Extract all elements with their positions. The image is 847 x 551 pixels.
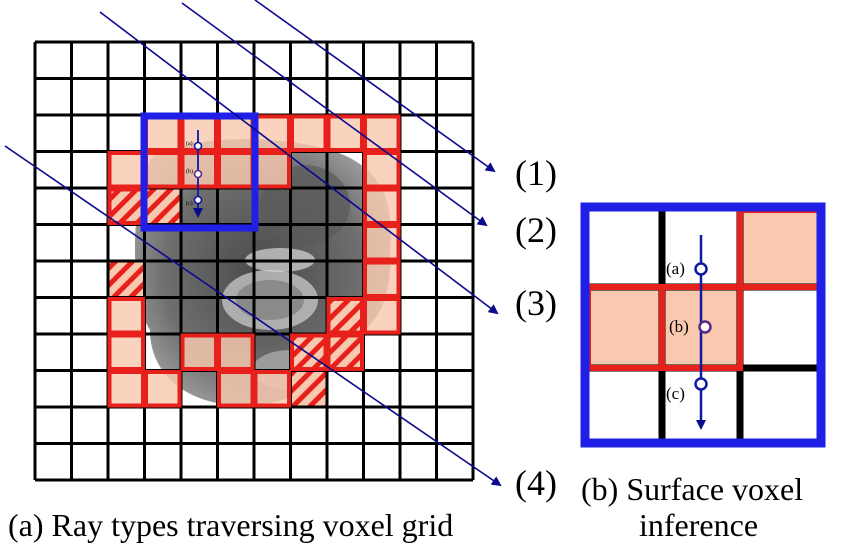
caption-a: (a) Ray types traversing voxel grid: [8, 507, 453, 543]
surface-voxel: [363, 297, 400, 334]
detail-label-b: (b): [669, 317, 689, 336]
surface-voxel-outline: [363, 187, 401, 225]
surface-voxel: [254, 370, 291, 407]
voxel-grid-panel: (a) (b) (c) (1) (2) (3) (4) (a) Ray type…: [4, 0, 557, 543]
voxel-grid: [33, 40, 475, 482]
surface-voxel-outline: [363, 260, 401, 298]
sample-ray-small: (a) (b) (c): [186, 130, 203, 218]
detail-label-c: (c): [666, 384, 685, 403]
ray-3: [99, 11, 499, 315]
detail-label-a: (a): [666, 259, 685, 278]
surface-voxel-outline: [326, 114, 364, 152]
hatched-voxel: [290, 370, 327, 407]
surface-voxel: [217, 370, 254, 407]
surface-voxel-outline: [363, 297, 401, 335]
surface-voxel-outline: [290, 114, 328, 152]
surface-voxel: [181, 334, 218, 371]
surface-voxel: [363, 188, 400, 225]
hatched-voxels: [108, 188, 364, 407]
surface-voxel-outline: [180, 151, 218, 189]
caption-b-line1: (b) Surface voxel: [581, 471, 803, 507]
ray-label-1: (1): [515, 153, 557, 193]
surface-voxel-outline: [107, 370, 145, 408]
surface-voxel: [254, 151, 291, 188]
surface-voxel: [108, 297, 145, 334]
hatched-voxel: [108, 261, 145, 298]
surface-voxel-outline: [217, 370, 255, 408]
surface-voxel: [144, 115, 181, 152]
caption-b-line2: inference: [639, 507, 758, 543]
surface-voxel-outline: [363, 114, 401, 152]
surface-voxel: [144, 151, 181, 188]
surface-voxel-outline: [107, 297, 145, 335]
surface-voxel: [363, 261, 400, 298]
ray-label-2: (2): [515, 210, 557, 250]
surface-voxel: [363, 115, 400, 152]
surface-voxel: [217, 115, 254, 152]
hatched-voxel: [327, 297, 364, 334]
surface-voxel: [290, 115, 327, 152]
surface-voxel-outline: [290, 333, 328, 371]
detail-sample-ray: (a) (b) (c): [666, 235, 712, 430]
surface-voxel: [217, 334, 254, 371]
hatched-voxel: [144, 188, 181, 225]
surface-voxel: [363, 151, 400, 188]
surface-voxel-outline: [363, 151, 401, 189]
surface-voxel-outline: [217, 333, 255, 371]
surface-voxel: [181, 151, 218, 188]
surface-voxel: [363, 224, 400, 261]
surface-voxel: [327, 115, 364, 152]
surface-voxel-outline: [107, 333, 145, 371]
zoom-box: [140, 112, 259, 232]
hatched-voxel: [327, 334, 364, 371]
small-label-a: (a): [186, 140, 193, 147]
ray-4: [4, 145, 502, 487]
ray-2: [181, 2, 488, 227]
surface-voxel-outline: [180, 333, 218, 371]
surface-voxel-outlines: [107, 114, 401, 408]
surface-voxel: [217, 151, 254, 188]
rays: [4, 0, 502, 487]
surface-voxel-outline: [144, 370, 182, 408]
surface-voxel: [108, 151, 145, 188]
hatched-voxel: [290, 334, 327, 371]
ray-label-3: (3): [515, 283, 557, 323]
ray-label-4: (4): [515, 463, 557, 503]
ray-1: [254, 0, 496, 173]
small-label-b: (b): [186, 168, 193, 175]
surface-voxel: [144, 370, 181, 407]
surface-voxel-outline: [326, 297, 364, 335]
small-label-c: (c): [186, 200, 193, 207]
detail-zoom-frame: [580, 202, 826, 448]
surface-voxel: [108, 334, 145, 371]
hatched-voxel: [108, 188, 145, 225]
surface-voxel: [108, 370, 145, 407]
surface-voxel-outline: [253, 370, 291, 408]
surface-voxel-outline: [326, 333, 364, 371]
surface-voxel-panel: (a) (b) (c) (b) Surface voxel inference: [580, 202, 826, 543]
